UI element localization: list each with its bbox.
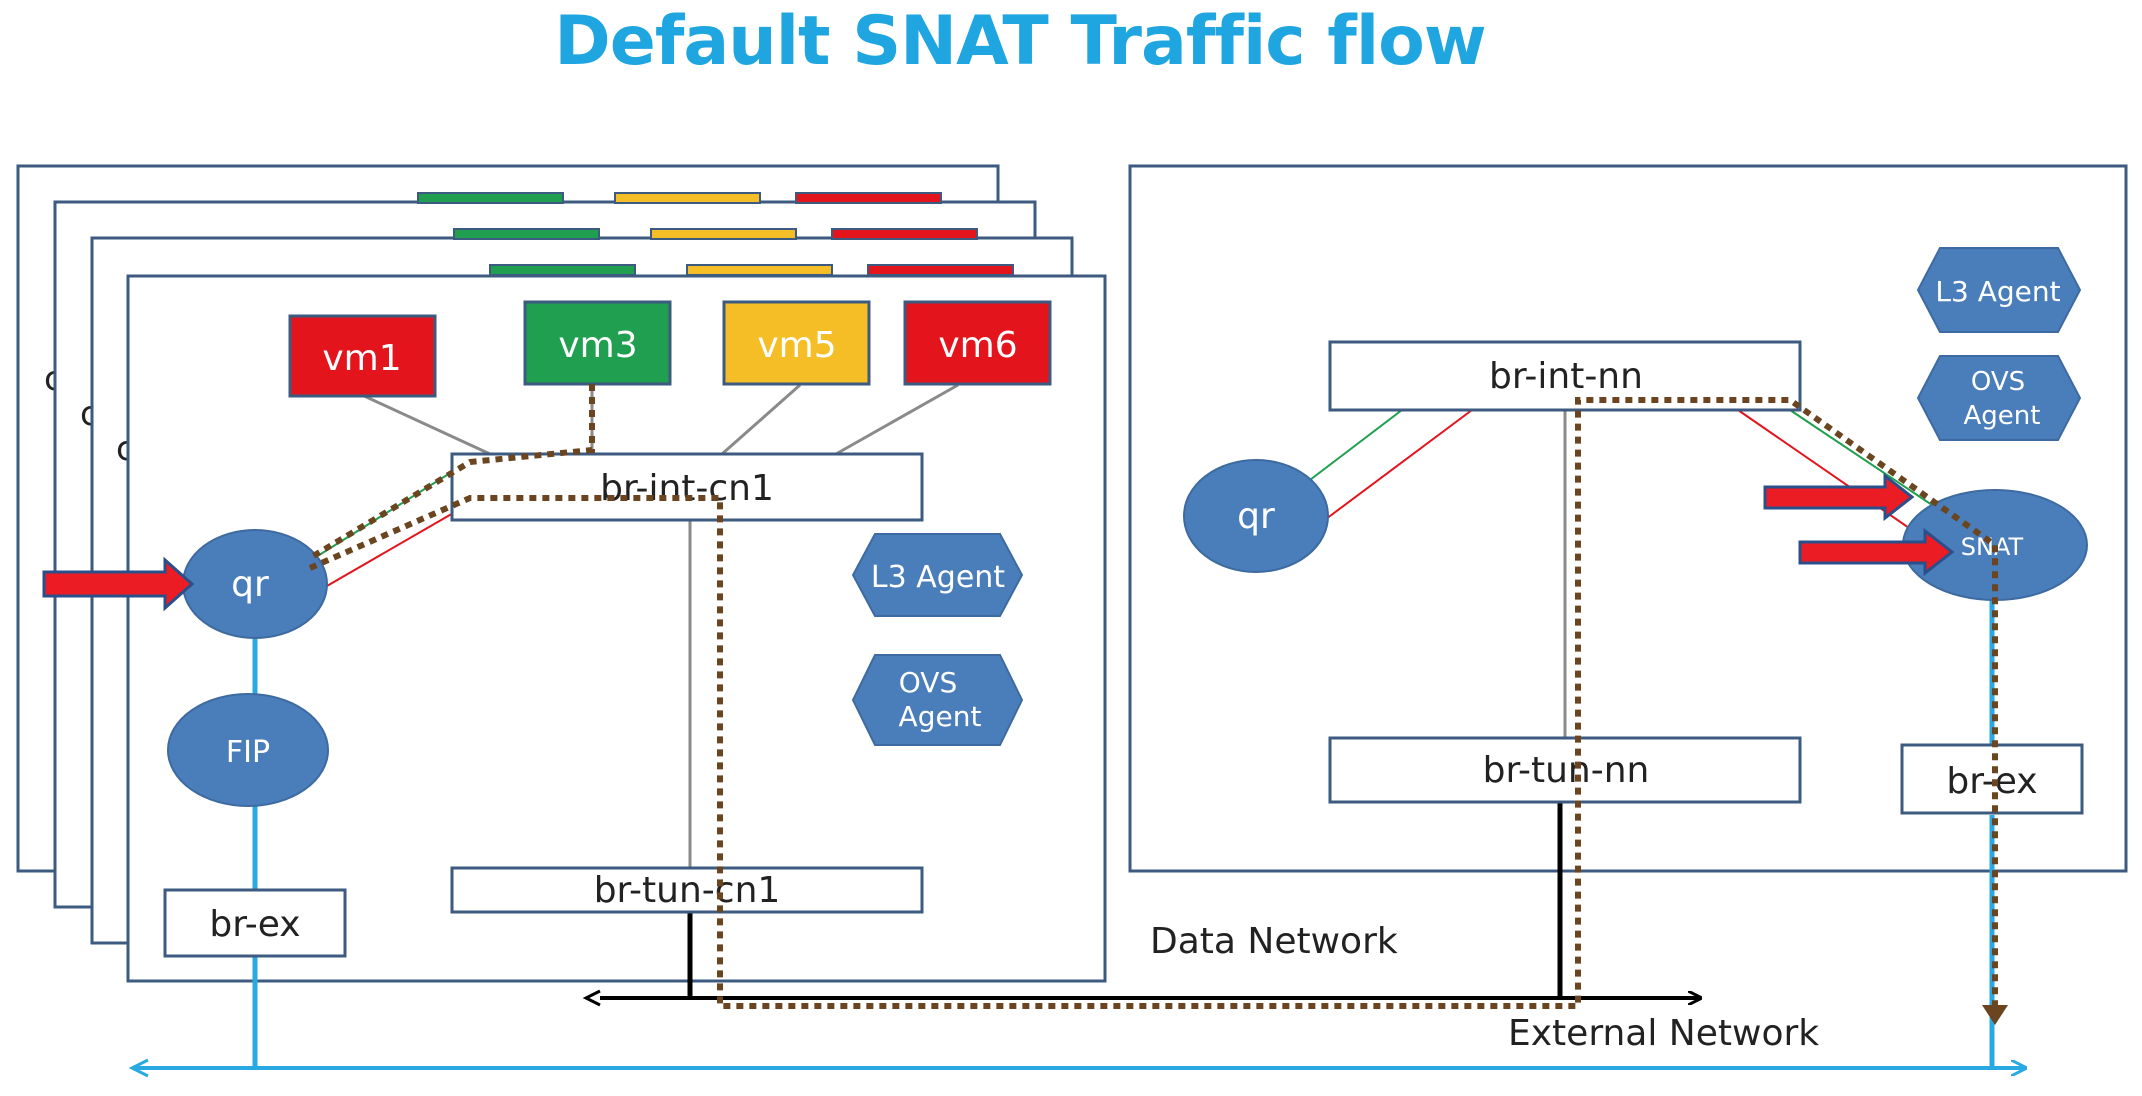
ingress-arrow-snat-2 — [1798, 527, 1955, 577]
nn-ovs-agent-label-2: Agent — [1964, 401, 2041, 431]
br-int-nn-label: br-int-nn — [1489, 356, 1643, 397]
ingress-arrow-qr — [42, 556, 195, 612]
page-title: Default SNAT Traffic flow — [554, 2, 1486, 81]
br-tun-nn-label: br-tun-nn — [1483, 750, 1650, 791]
compute-ovs-agent-label-1: OVS — [899, 666, 957, 699]
nn-l3-agent-label: L3 Agent — [1935, 275, 2060, 308]
vm6-box: vm6 — [903, 300, 1052, 386]
vm6-label: vm6 — [938, 325, 1017, 366]
external-network-left-arrow — [128, 1058, 149, 1078]
peek-vm-green-3 — [417, 192, 564, 204]
vm5-label: vm5 — [757, 325, 836, 366]
fip-label: FIP — [226, 735, 270, 770]
fip-node: FIP — [167, 693, 329, 807]
peek-vm-red-3 — [795, 192, 942, 204]
vm5-box: vm5 — [722, 300, 871, 386]
flow-end-arrowhead — [1982, 1005, 2008, 1025]
snat-traffic-flow-path — [308, 384, 1998, 1009]
compute-qr-label: qr — [231, 564, 269, 605]
vm1-box: vm1 — [288, 314, 437, 398]
peek-vm-green-1 — [489, 264, 636, 276]
compute-ovs-agent: OVS Agent — [851, 654, 1024, 746]
peek-vm-yellow-1 — [686, 264, 833, 276]
compute-br-ex-label: br-ex — [209, 904, 300, 945]
compute-l3-agent-label: L3 Agent — [871, 560, 1005, 595]
peek-vm-yellow-3 — [614, 192, 761, 204]
external-network-label: External Network — [1508, 1013, 1819, 1054]
ingress-arrow-snat-1 — [1763, 472, 1915, 522]
compute-qr-router: qr — [182, 529, 328, 639]
peek-vm-green-2 — [453, 228, 600, 240]
nn-ovs-agent-label-1: OVS — [1971, 367, 2025, 397]
peek-vm-red-2 — [831, 228, 978, 240]
vm3-label: vm3 — [558, 325, 637, 366]
nn-ovs-agent: OVS Agent — [1916, 355, 2082, 441]
compute-br-ex-box: br-ex — [163, 888, 347, 958]
compute-ovs-agent-label-2: Agent — [899, 700, 982, 733]
br-int-cn1-label: br-int-cn1 — [600, 468, 774, 509]
nn-l3-agent: L3 Agent — [1916, 247, 2082, 333]
data-network-label: Data Network — [1150, 921, 1398, 962]
br-tun-cn1-label: br-tun-cn1 — [594, 870, 781, 911]
nn-qr-router: qr — [1183, 459, 1329, 573]
br-int-cn1-box: br-int-cn1 — [450, 452, 924, 522]
compute-l3-agent: L3 Agent — [851, 533, 1024, 617]
br-int-nn-box: br-int-nn — [1328, 340, 1802, 412]
vm1-label: vm1 — [322, 338, 401, 379]
peek-vm-red-1 — [867, 264, 1014, 276]
network-node-wires — [1301, 409, 1995, 1068]
vm3-box: vm3 — [523, 300, 672, 386]
br-tun-cn1-box: br-tun-cn1 — [450, 866, 924, 914]
nn-qr-label: qr — [1237, 496, 1275, 537]
peek-vm-yellow-2 — [650, 228, 797, 240]
br-tun-nn-box: br-tun-nn — [1328, 736, 1802, 804]
data-network-left-arrow — [582, 989, 601, 1007]
